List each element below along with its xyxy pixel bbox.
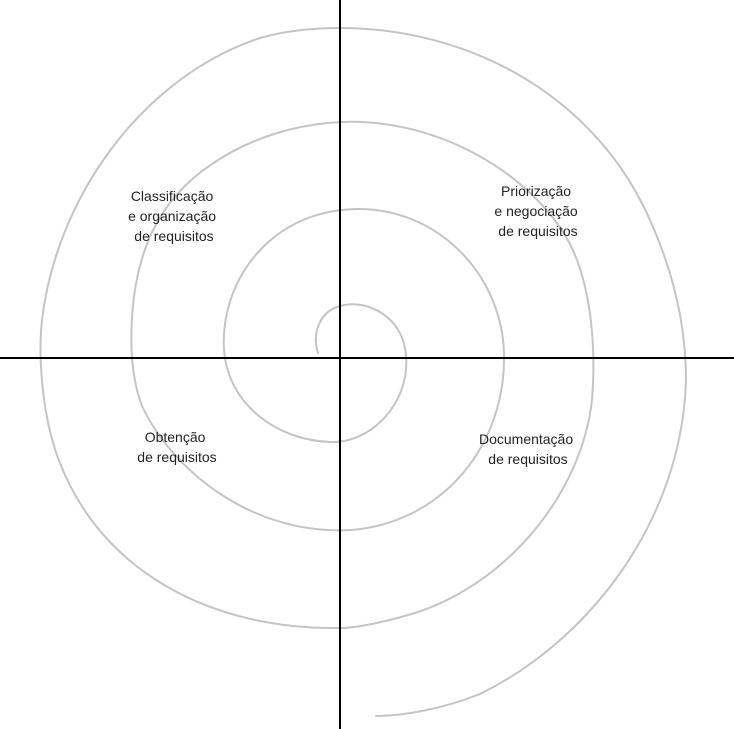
label-classification-line3: de requisitos	[134, 228, 213, 244]
label-prioritization-line1: Priorização	[501, 183, 571, 199]
label-documentation-line2: de requisitos	[488, 451, 567, 467]
label-classification: Classificação e organização de requisito…	[128, 188, 220, 244]
label-prioritization: Priorização e negociação de requisitos	[494, 183, 581, 239]
label-elicitation-line1: Obtenção	[145, 429, 206, 445]
label-elicitation: Obtenção de requisitos	[137, 429, 216, 465]
label-prioritization-line2: e negociação	[494, 203, 578, 219]
label-documentation-line1: Documentação	[479, 431, 573, 447]
label-documentation: Documentação de requisitos	[479, 431, 577, 467]
label-prioritization-line3: de requisitos	[498, 223, 577, 239]
process-spiral	[39, 26, 688, 717]
label-elicitation-line2: de requisitos	[137, 449, 216, 465]
label-classification-line1: Classificação	[131, 188, 214, 204]
label-classification-line2: e organização	[128, 208, 216, 224]
